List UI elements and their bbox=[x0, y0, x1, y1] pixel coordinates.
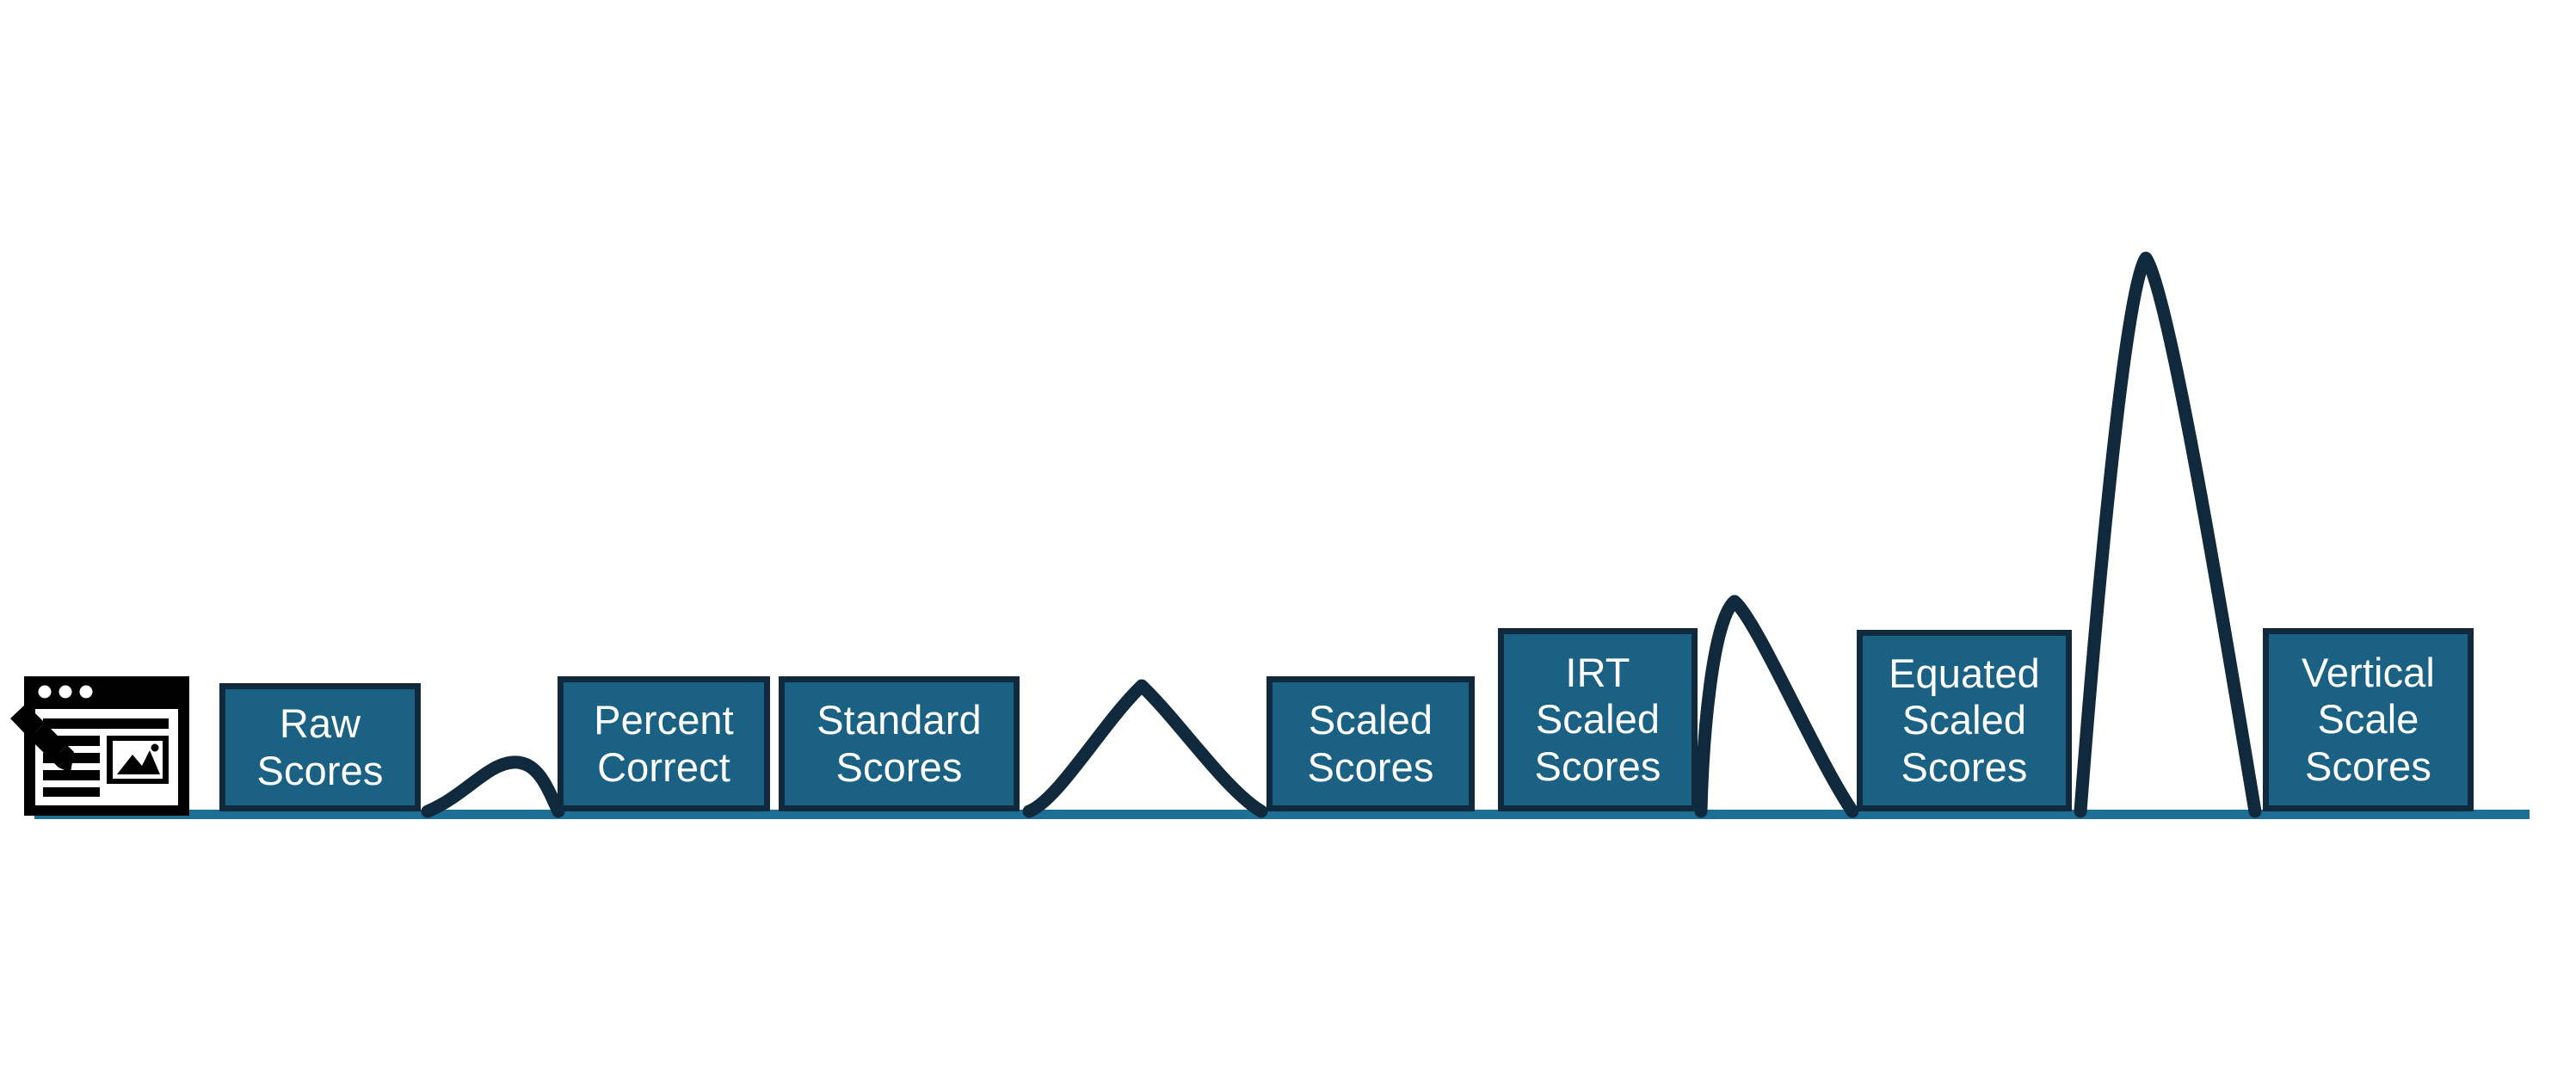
box-standard-scores-line-2: Scores bbox=[835, 743, 963, 790]
box-vertical-scale-scores-line-1: Vertical bbox=[2302, 649, 2435, 695]
box-raw-scores-line-1: Raw bbox=[279, 700, 361, 746]
document-pencil-icon bbox=[10, 676, 189, 816]
box-irt-scaled-scores-line-3: Scores bbox=[1534, 743, 1661, 789]
box-equated-scaled-scores-line-1: Equated bbox=[1889, 650, 2040, 696]
curve-medium-symmetric bbox=[1022, 679, 1268, 818]
box-percent-correct[interactable]: Percent Correct bbox=[558, 676, 770, 811]
box-raw-scores[interactable]: Raw Scores bbox=[219, 683, 421, 811]
box-standard-scores-line-1: Standard bbox=[817, 696, 982, 743]
box-irt-scaled-scores[interactable]: IRT Scaled Scores bbox=[1498, 628, 1698, 811]
box-vertical-scale-scores-line-2: Scale bbox=[2317, 696, 2419, 743]
box-vertical-scale-scores-line-3: Scores bbox=[2305, 743, 2431, 789]
box-scaled-scores[interactable]: Scaled Scores bbox=[1266, 676, 1475, 811]
box-standard-scores[interactable]: Standard Scores bbox=[779, 676, 1020, 811]
curve-narrow-skewed bbox=[1694, 595, 1859, 818]
baseline-axis bbox=[34, 810, 2530, 819]
box-percent-correct-line-2: Correct bbox=[597, 743, 730, 790]
curve-tall-narrow bbox=[2074, 251, 2262, 818]
box-vertical-scale-scores[interactable]: Vertical Scale Scores bbox=[2263, 628, 2474, 811]
box-irt-scaled-scores-line-1: IRT bbox=[1565, 649, 1630, 695]
curve-low-broad bbox=[421, 755, 565, 818]
box-scaled-scores-line-2: Scores bbox=[1307, 743, 1434, 790]
box-equated-scaled-scores[interactable]: Equated Scaled Scores bbox=[1857, 630, 2072, 811]
box-scaled-scores-line-1: Scaled bbox=[1308, 696, 1433, 743]
box-equated-scaled-scores-line-3: Scores bbox=[1901, 743, 2028, 790]
box-equated-scaled-scores-line-2: Scaled bbox=[1901, 697, 2027, 743]
box-raw-scores-line-2: Scores bbox=[256, 747, 384, 793]
box-percent-correct-line-1: Percent bbox=[594, 696, 734, 743]
box-irt-scaled-scores-line-2: Scaled bbox=[1535, 696, 1661, 743]
